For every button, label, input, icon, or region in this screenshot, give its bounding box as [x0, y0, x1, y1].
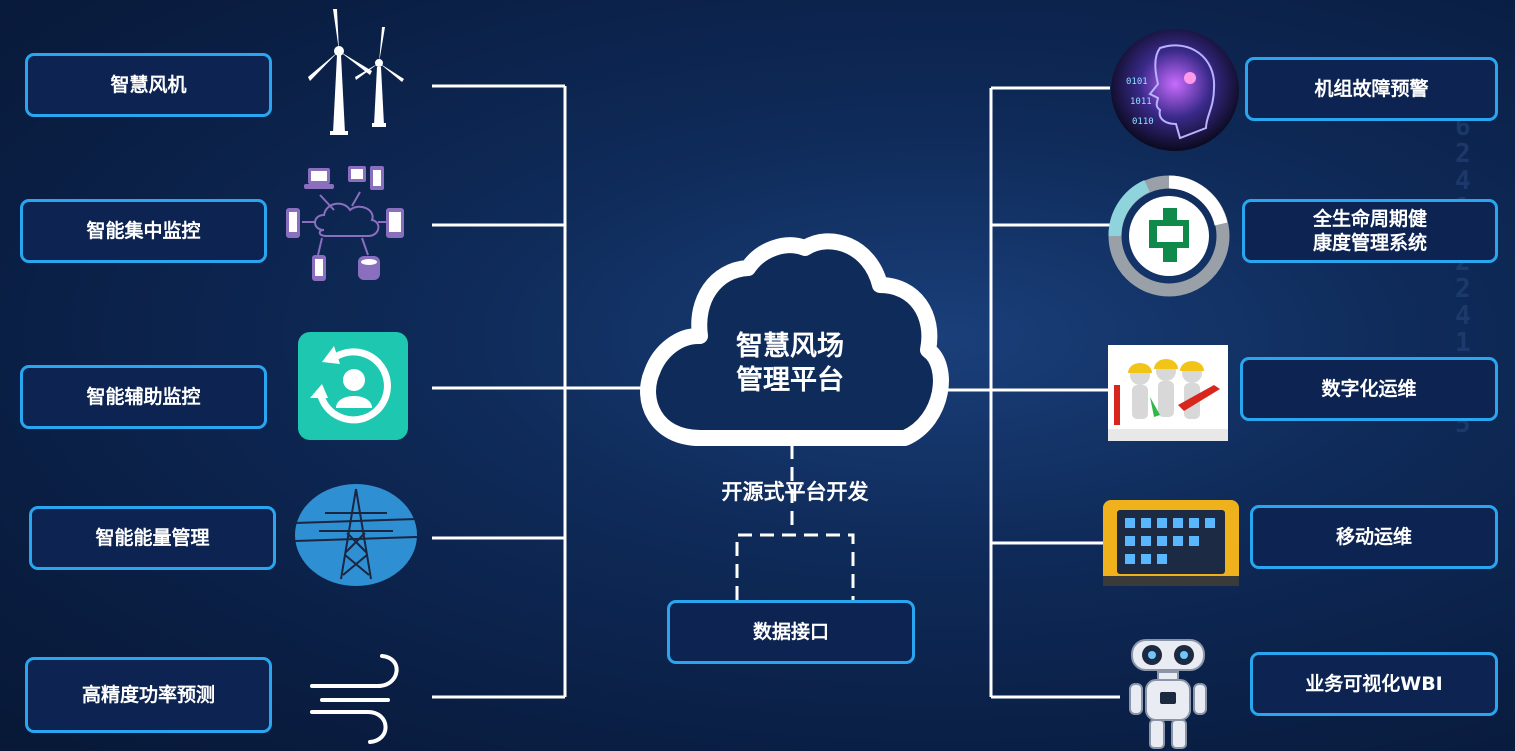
- module-power-prediction[interactable]: 高精度功率预测: [25, 657, 272, 733]
- wind-icon: [310, 654, 399, 744]
- module-mobile-om[interactable]: 移动运维: [1250, 505, 1498, 569]
- workers-tools-icon: [1108, 345, 1228, 441]
- platform-title-line2: 管理平台: [736, 365, 844, 396]
- platform-title-line1: 智慧风场: [736, 331, 844, 362]
- rugged-tablet-icon: [1103, 500, 1239, 586]
- ai-head-icon: 0101 1011 0110: [1111, 29, 1239, 151]
- network-devices-icon: [286, 166, 404, 281]
- svg-text:1011: 1011: [1130, 97, 1152, 107]
- cloud-shape: [640, 233, 949, 446]
- data-interface-box[interactable]: 数据接口: [667, 600, 915, 664]
- health-label-line1: 全生命周期健: [1312, 208, 1427, 230]
- module-business-visualization[interactable]: 业务可视化WBI: [1250, 652, 1498, 716]
- open-source-label: 开源式平台开发: [721, 480, 869, 504]
- health-label-line2: 康度管理系统: [1312, 232, 1427, 254]
- user-refresh-icon: [298, 332, 408, 440]
- svg-text:0101: 0101: [1126, 77, 1148, 87]
- module-centralized-monitoring[interactable]: 智能集中监控: [20, 199, 267, 263]
- module-energy-management[interactable]: 智能能量管理: [29, 506, 276, 570]
- svg-text:0110: 0110: [1132, 117, 1154, 127]
- module-digital-om[interactable]: 数字化运维: [1240, 357, 1498, 421]
- wind-turbine-icon: [308, 9, 404, 135]
- platform-title: 智慧风场 管理平台: [700, 330, 880, 398]
- power-tower-icon: [295, 484, 417, 586]
- health-ring-icon: [1108, 175, 1230, 297]
- module-health-management[interactable]: 全生命周期健 康度管理系统: [1242, 199, 1498, 263]
- module-smart-turbine[interactable]: 智慧风机: [25, 53, 272, 117]
- module-auxiliary-monitoring[interactable]: 智能辅助监控: [20, 365, 267, 429]
- robot-icon: [1129, 639, 1207, 749]
- module-fault-warning[interactable]: 机组故障预警: [1245, 57, 1498, 121]
